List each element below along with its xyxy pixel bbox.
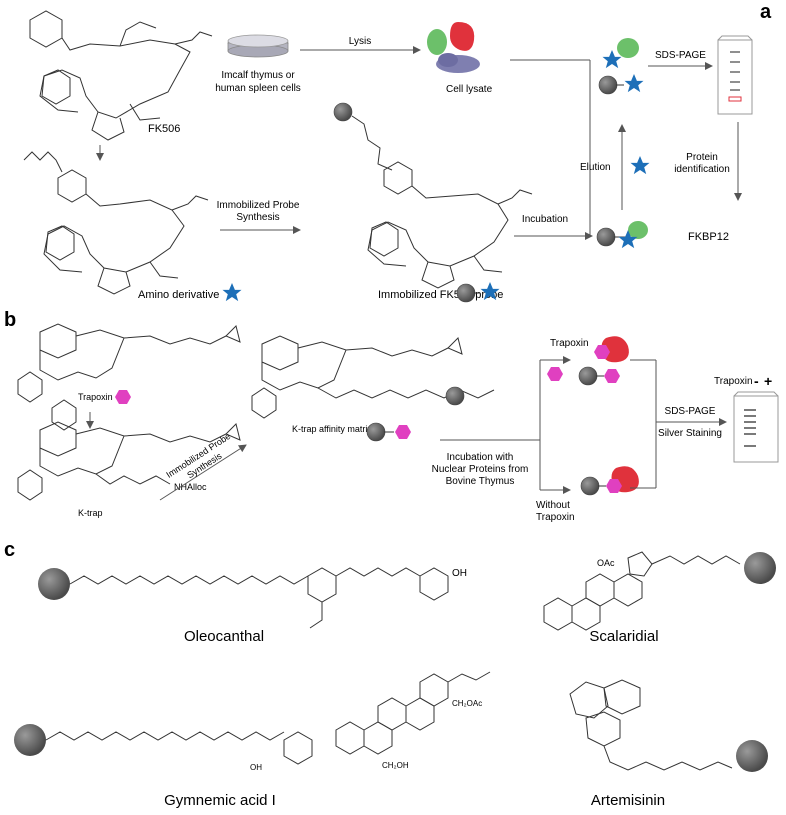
bead-icon — [333, 102, 353, 122]
cells-label-2: human spleen cells — [215, 83, 301, 94]
trapoxin-label: Trapoxin — [78, 392, 113, 402]
bead-icon — [445, 386, 465, 406]
ktrap-structure — [17, 421, 241, 501]
gymnemic-oh: OH — [250, 763, 262, 772]
gel-trapoxin-label: Trapoxin — [714, 376, 753, 387]
bead-icon — [744, 552, 776, 584]
trapoxin-bound-complex — [578, 336, 629, 386]
hexagon-icon — [547, 367, 563, 381]
incubation-b-label-1: Incubation with — [447, 452, 514, 463]
sds-page-label-a: SDS-PAGE — [655, 50, 706, 61]
amino-derivative-structure — [23, 151, 209, 295]
incubation-b-label-2: Nuclear Proteins from — [432, 464, 529, 475]
sds-page-label-b: SDS-PAGE — [665, 406, 716, 417]
probe-synthesis-label-1: Immobilized Probe — [217, 200, 300, 211]
bead-icon — [736, 740, 768, 772]
silver-staining-label: Silver Staining — [658, 428, 722, 439]
protein-id-label-1: Protein — [686, 152, 718, 163]
artemisinin-structure — [569, 679, 733, 771]
without-label-2: Trapoxin — [536, 512, 575, 523]
amino-derivative-label: Amino derivative — [138, 289, 219, 301]
trapoxin-top-label: Trapoxin — [550, 338, 589, 349]
ktrap-label: K-trap — [78, 508, 103, 518]
oleocanthal-oh: OH — [452, 568, 467, 579]
fkbp12-label: FKBP12 — [688, 231, 729, 243]
bead-icon — [456, 283, 476, 303]
gymnemic-structure — [14, 671, 491, 765]
oleocanthal-label: Oleocanthal — [184, 628, 264, 645]
star-icon — [630, 156, 650, 175]
cell-lysate-label: Cell lysate — [446, 84, 493, 95]
ktrap-matrix-label: K-trap affinity matrix — [292, 424, 372, 434]
gel-icon-b — [733, 391, 779, 463]
hexagon-icon — [115, 390, 131, 404]
protein-id-label-2: identification — [674, 164, 730, 175]
scalaridial-oac: OAc — [597, 558, 615, 568]
without-label-1: Without — [536, 500, 570, 511]
cells-label-1: Imcalf thymus or — [221, 70, 295, 81]
gymnemic-ch2oh: CH₂OH — [382, 761, 409, 770]
immobilized-fk506-structure — [351, 115, 533, 289]
lysis-label: Lysis — [349, 36, 371, 47]
trapoxin-structure — [17, 323, 241, 431]
scalaridial-structure — [543, 551, 741, 631]
elution-label: Elution — [580, 162, 611, 173]
probe-synthesis-label-2: Synthesis — [236, 212, 279, 223]
petri-dish-icon — [227, 34, 289, 58]
fk506-label: FK506 — [148, 123, 180, 135]
gymnemic-label: Gymnemic acid I — [164, 792, 276, 809]
gymnemic-ch2oac: CH₂OAc — [452, 699, 482, 708]
no-trapoxin-complex — [580, 466, 639, 496]
fk506-structure — [29, 10, 213, 141]
panel-c-letter: c — [4, 539, 15, 561]
eluted-complex-top — [598, 38, 644, 95]
star-icon — [222, 283, 242, 302]
panel-a-letter: a — [760, 1, 772, 23]
hexagon-icon — [395, 425, 411, 439]
nhalloc-label: NHAlloc — [174, 482, 207, 492]
ktrap-matrix-structure — [251, 335, 495, 419]
incubation-b-label-3: Bovine Thymus — [446, 476, 515, 487]
gel-icon-a — [717, 35, 753, 115]
bound-complex-bottom — [596, 221, 648, 249]
gel-plus-label: + — [764, 373, 772, 389]
incubation-label: Incubation — [522, 214, 568, 225]
bead-icon — [366, 422, 386, 442]
panel-b-letter: b — [4, 309, 16, 331]
oleocanthal-structure — [38, 567, 449, 629]
artemisinin-label: Artemisinin — [591, 792, 665, 809]
scalaridial-label: Scalaridial — [589, 628, 658, 645]
cell-lysate-proteins — [427, 22, 480, 73]
gel-minus-label: - — [754, 373, 759, 389]
